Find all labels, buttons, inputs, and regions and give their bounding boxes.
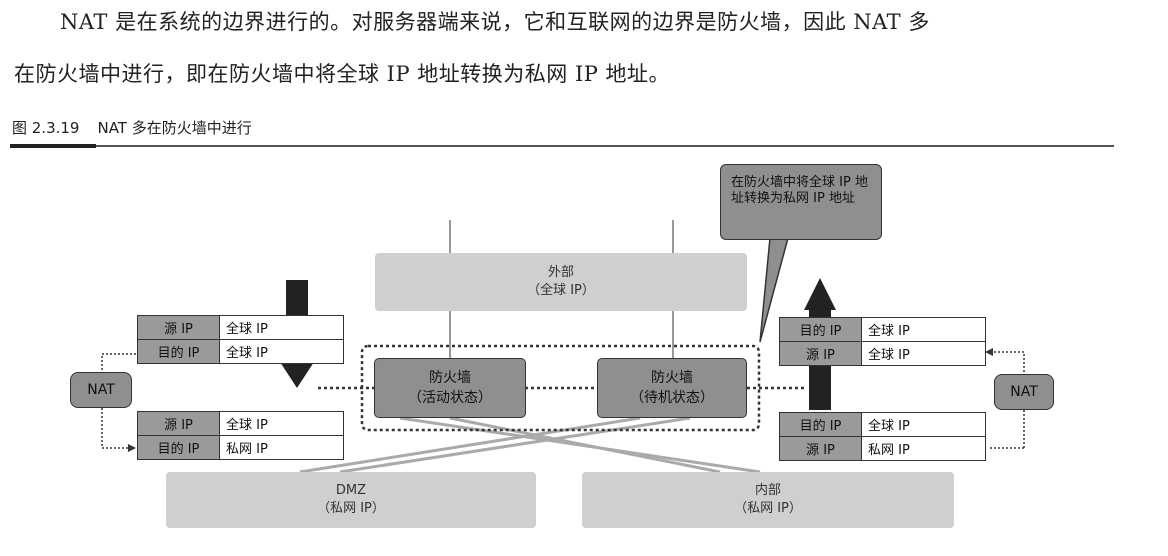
- ip-key: 目的 IP: [779, 317, 862, 342]
- caption-rule-accent: [10, 144, 96, 148]
- figure-caption: 图 2.3.19 NAT 多在防火墙中进行: [12, 117, 252, 138]
- nat-left: NAT: [70, 372, 132, 408]
- ip-value: 私网 IP: [219, 435, 344, 460]
- ip-value: 全球 IP: [219, 411, 344, 436]
- ip-value: 私网 IP: [861, 436, 986, 461]
- zone-sub: （私网 IP）: [317, 501, 385, 516]
- caption-rule: [10, 145, 1114, 147]
- nat-label: NAT: [1010, 384, 1038, 400]
- paragraph-text: NAT 是在系统的边界进行的。对服务器端来说，它和互联网的边界是防火墙，因此 N…: [60, 10, 930, 34]
- firewall-state: （活动状态）: [408, 390, 492, 406]
- ip-key: 源 IP: [779, 436, 862, 461]
- dmz-zone: DMZ （私网 IP）: [166, 472, 536, 528]
- ip-key: 源 IP: [779, 341, 862, 366]
- ip-value: 全球 IP: [219, 339, 344, 364]
- body-paragraph-line-2: 在防火墙中进行，即在防火墙中将全球 IP 地址转换为私网 IP 地址。: [14, 54, 1154, 94]
- ip-value: 全球 IP: [861, 317, 986, 342]
- figure-number: 图 2.3.19: [12, 119, 80, 137]
- internal-zone: 内部 （私网 IP）: [582, 472, 954, 528]
- zone-sub: （私网 IP）: [734, 501, 802, 516]
- firewall-name: 防火墙: [651, 370, 693, 386]
- ip-key: 源 IP: [137, 315, 220, 340]
- ip-key: 目的 IP: [137, 435, 220, 460]
- figure-title: NAT 多在防火墙中进行: [97, 119, 252, 137]
- callout-note: 在防火墙中将全球 IP 地址转换为私网 IP 地址: [720, 164, 882, 240]
- callout-text: 在防火墙中将全球 IP 地址转换为私网 IP 地址: [731, 175, 868, 206]
- ip-key: 源 IP: [137, 411, 220, 436]
- firewall-standby: 防火墙 （待机状态）: [597, 358, 747, 418]
- ip-value: 全球 IP: [219, 315, 344, 340]
- firewall-name: 防火墙: [429, 370, 471, 386]
- zone-name: 内部: [754, 483, 781, 498]
- external-zone: 外部 （全球 IP）: [375, 253, 747, 311]
- nat-label: NAT: [87, 382, 115, 398]
- zone-sub: （全球 IP）: [527, 283, 595, 298]
- zone-name: DMZ: [335, 483, 367, 498]
- nat-firewall-diagram: 外部 （全球 IP） DMZ （私网 IP） 内部 （私网 IP） 防火墙 （活…: [0, 150, 1168, 556]
- body-paragraph-line-1: NAT 是在系统的边界进行的。对服务器端来说，它和互联网的边界是防火墙，因此 N…: [14, 2, 1154, 42]
- zone-name: 外部: [547, 265, 574, 280]
- ip-value: 全球 IP: [861, 341, 986, 366]
- ip-key: 目的 IP: [137, 339, 220, 364]
- paragraph-text: 在防火墙中进行，即在防火墙中将全球 IP 地址转换为私网 IP 地址。: [14, 62, 671, 86]
- firewall-active: 防火墙 （活动状态）: [374, 358, 526, 418]
- ip-value: 全球 IP: [861, 412, 986, 437]
- nat-right: NAT: [994, 374, 1054, 410]
- firewall-state: （待机状态）: [630, 390, 714, 406]
- ip-key: 目的 IP: [779, 412, 862, 437]
